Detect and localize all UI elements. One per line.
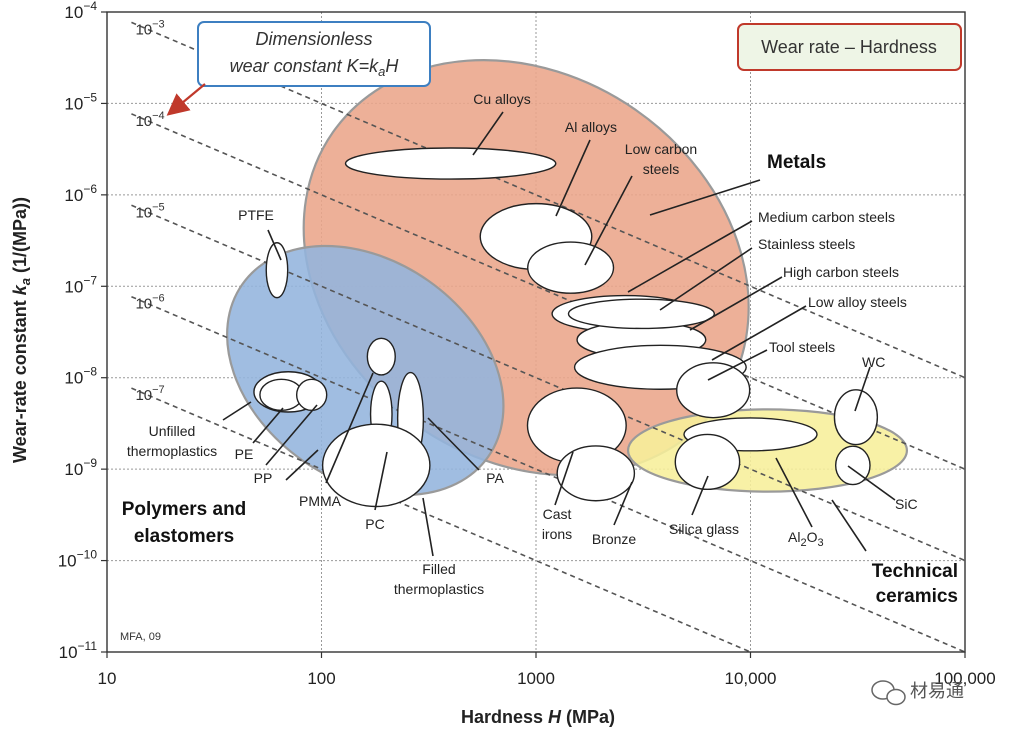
label-metals: Metals (767, 152, 826, 173)
material-bubble-tool-steels (676, 362, 751, 419)
wear-constant-guide-lines (131, 21, 965, 652)
label-pa: PA (486, 470, 504, 486)
y-tick-label-7: 10−7 (64, 273, 97, 296)
label-cu-alloys: Cu alloys (473, 91, 531, 107)
y-tick-label-11: 10−11 (59, 639, 98, 662)
watermark-text: 材易通 (910, 681, 964, 702)
y-tick-label-4: 10−4 (64, 0, 97, 22)
family-envelope-polymers-and-elastomers (226, 244, 505, 497)
label-silica: Silica glass (669, 521, 739, 537)
label-pp: PP (254, 470, 273, 486)
y-tick-label-9: 10−9 (64, 456, 97, 479)
label-pe: PE (235, 446, 254, 462)
label-unfilled-2: thermoplastics (127, 443, 217, 459)
title-box (737, 23, 962, 71)
label-tool-steels: Tool steels (769, 339, 835, 355)
guide-line-7 (131, 387, 753, 652)
chart-labels: Cu alloys Al alloys Low carbon steels Me… (122, 91, 958, 607)
guide-line-3 (131, 21, 965, 379)
label-stainless: Stainless steels (758, 236, 855, 252)
material-bubble-silica-glass (674, 433, 741, 491)
material-bubbles (253, 147, 879, 508)
guide-line-label-4: 10−4 (135, 110, 164, 130)
leader-lines (222, 111, 896, 557)
watermark: 材易通 (871, 680, 964, 706)
material-bubble-bronze (556, 445, 636, 502)
label-wc: WC (862, 354, 885, 370)
label-unfilled-1: Unfilled (149, 423, 196, 439)
label-al2o3: Al2O3 (788, 529, 824, 549)
label-filled-2: thermoplastics (394, 581, 484, 597)
guide-line-labels: 10−3 10−4 10−5 10−6 10−7 (135, 18, 164, 404)
label-technical-2: ceramics (876, 586, 958, 607)
guide-line-4 (131, 113, 965, 470)
material-bubble-wc (833, 389, 879, 446)
title-annotation: Wear rate – Hardness (737, 23, 962, 71)
label-pc: PC (365, 516, 384, 532)
y-tick-label-10: 10−10 (58, 548, 98, 571)
wechat-icon (871, 680, 906, 706)
label-technical-1: Technical (872, 561, 958, 582)
dimensionless-line-1: Dimensionless (255, 29, 372, 49)
guide-line-6 (131, 295, 965, 652)
y-axis-title: Wear-rate constant ka (1/(MPa)) (10, 197, 33, 463)
guide-line-label-7: 10−7 (135, 384, 164, 404)
material-bubble-pmma (366, 337, 396, 376)
title-box-text: Wear rate – Hardness (761, 37, 937, 57)
guide-line-5 (131, 204, 965, 562)
label-low-alloy: Low alloy steels (808, 294, 907, 310)
material-bubble-low-carbon-steels (527, 241, 615, 294)
x-tick-label-100-000: 100,000 (934, 669, 995, 688)
dimensionless-arrow (166, 83, 206, 116)
label-polymers-2: elastomers (134, 526, 234, 547)
label-bronze: Bronze (592, 531, 637, 547)
label-low-carbon-1: Low carbon (625, 141, 697, 157)
label-low-carbon-2: steels (643, 161, 680, 177)
x-tick-label-100: 100 (307, 669, 335, 688)
label-ptfe: PTFE (238, 207, 274, 223)
y-tick-label-6: 10−6 (64, 182, 97, 205)
guide-line-label-3: 10−3 (135, 18, 164, 38)
label-high-carbon: High carbon steels (783, 264, 899, 280)
x-tick-label-1000: 1000 (517, 669, 555, 688)
x-tick-label-10: 10 (98, 669, 117, 688)
label-medium-carbon: Medium carbon steels (758, 209, 895, 225)
material-bubble-low-alloy-steels (567, 298, 716, 330)
dimensionless-box (197, 21, 431, 87)
label-cast-2: irons (542, 526, 572, 542)
label-sic: SiC (895, 496, 918, 512)
dimensionless-annotation: Dimensionless wear constant K=kaH (166, 21, 431, 116)
label-pmma: PMMA (299, 493, 342, 509)
label-cast-1: Cast (543, 506, 572, 522)
x-tick-label-10-000: 10,000 (725, 669, 777, 688)
material-bubble-cu-alloys (344, 147, 557, 180)
label-filled-1: Filled (422, 561, 455, 577)
dimensionless-line-2: wear constant K=kaH (230, 56, 400, 79)
x-axis-ticks: 10 100 1000 10,000 100,000 (98, 652, 996, 688)
x-axis-title: Hardness H (MPa) (461, 707, 615, 727)
y-tick-label-5: 10−5 (64, 90, 97, 113)
material-bubble-ptfe (265, 242, 289, 299)
credit-text: MFA, 09 (120, 631, 161, 643)
y-axis-ticks: 10−4 10−5 10−6 10−7 10−8 10−9 10−10 10−11 (58, 0, 107, 662)
guide-line-label-5: 10−5 (135, 201, 164, 221)
label-al-alloys: Al alloys (565, 119, 617, 135)
material-bubble-pp (295, 378, 328, 412)
label-polymers-1: Polymers and (122, 499, 247, 520)
guide-line-label-6: 10−6 (135, 293, 164, 313)
y-tick-label-8: 10−8 (64, 365, 97, 388)
